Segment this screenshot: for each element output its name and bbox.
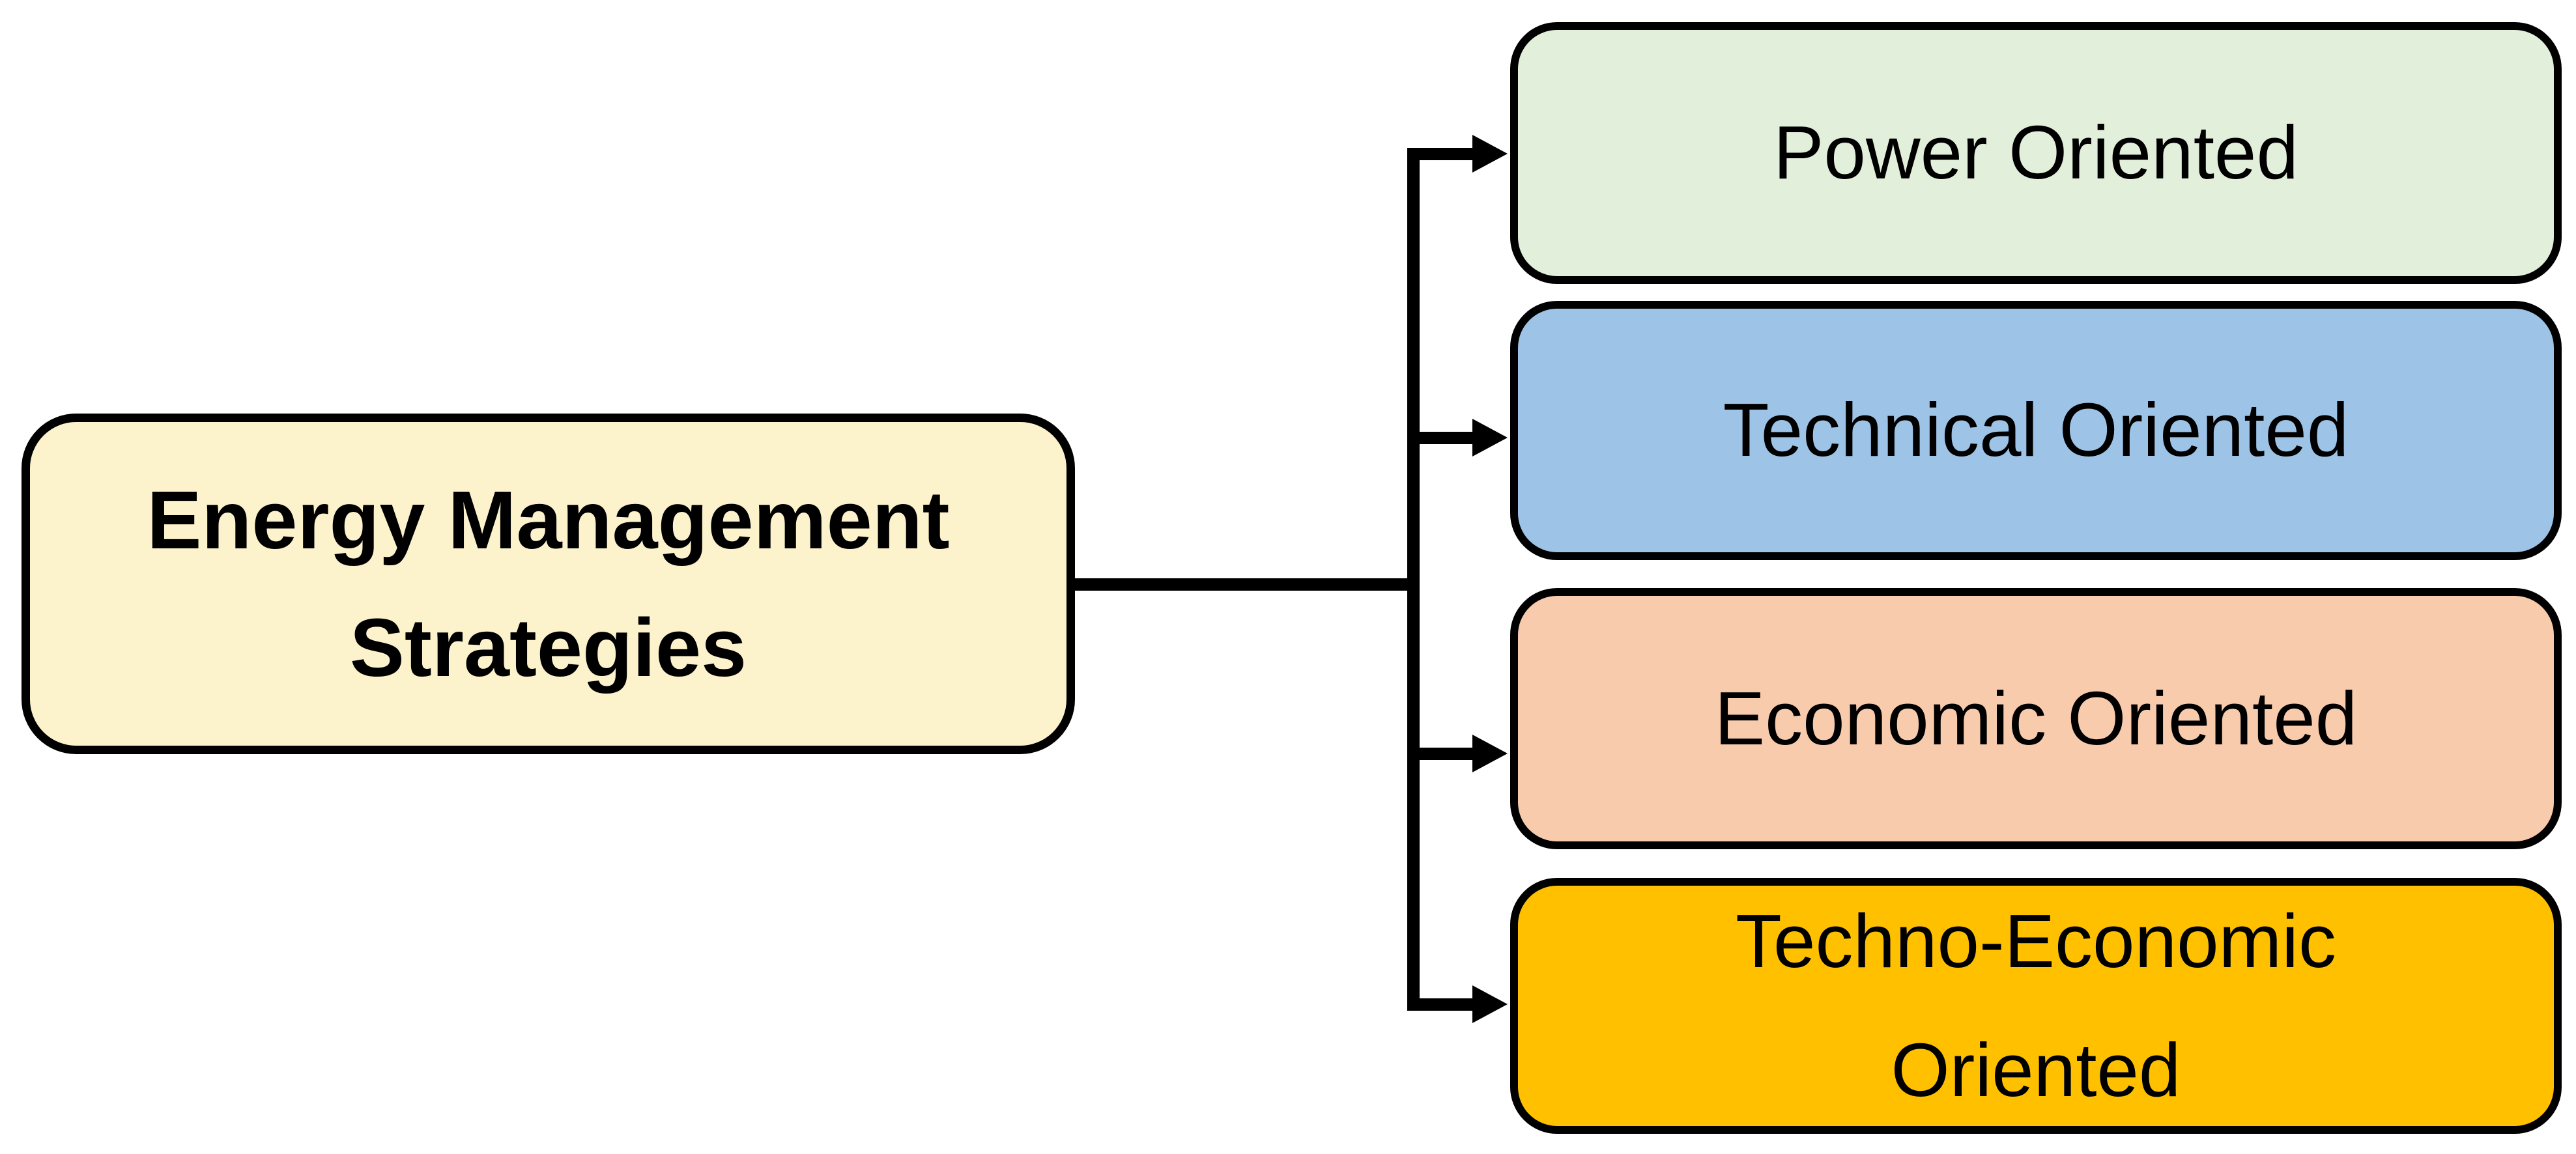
connector-branch-line-power: [1410, 148, 1476, 160]
node-technical-oriented: Technical Oriented: [1510, 301, 2562, 560]
root-node-label: Energy Management Strategies: [147, 474, 950, 694]
connector-main-line: [1074, 578, 1410, 591]
connector-branch-line-techno-economic: [1410, 998, 1476, 1011]
arrowhead-icon: [1472, 735, 1508, 772]
node-energy-management-strategies: Energy Management Strategies: [21, 414, 1075, 754]
branch-node-label: Economic Oriented: [1714, 675, 2358, 761]
arrowhead-icon: [1472, 985, 1508, 1023]
branch-node-label: Technical Oriented: [1723, 387, 2349, 473]
node-power-oriented: Power Oriented: [1510, 22, 2562, 284]
node-techno-economic-oriented: Techno-Economic Oriented: [1510, 878, 2562, 1134]
connector-branch-line-economic: [1410, 748, 1476, 760]
branch-node-label: Techno-Economic Oriented: [1736, 899, 2336, 1112]
node-economic-oriented: Economic Oriented: [1510, 588, 2562, 849]
connector-trunk-line: [1407, 148, 1420, 1011]
branch-node-label: Power Oriented: [1773, 110, 2298, 195]
connector-branch-line-technical: [1410, 432, 1476, 444]
arrowhead-icon: [1472, 135, 1508, 173]
arrowhead-icon: [1472, 419, 1508, 457]
